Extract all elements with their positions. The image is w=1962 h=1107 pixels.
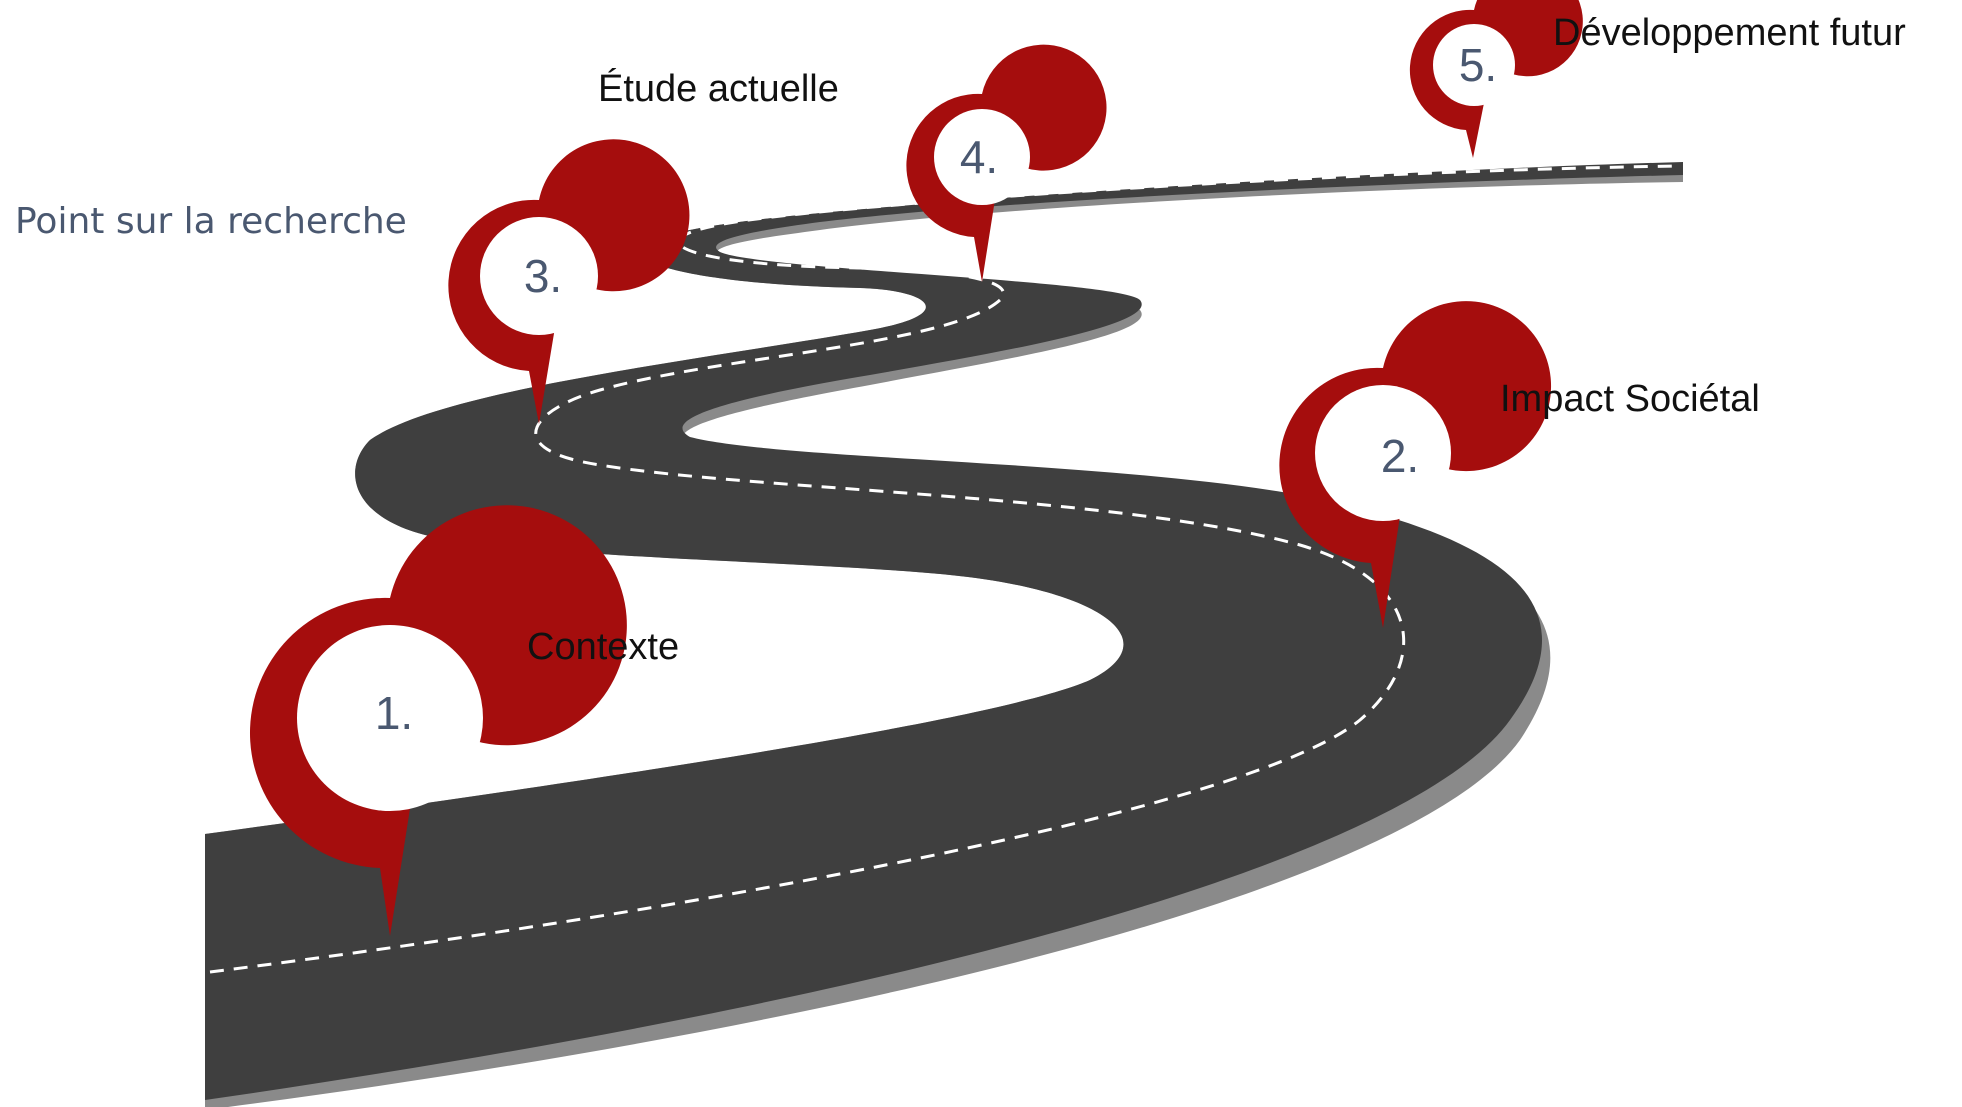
stage-5-label: Développement futur	[1553, 12, 1906, 54]
pin-3-number: 3.	[524, 250, 562, 302]
pin-3-inner-circle	[480, 217, 598, 335]
pin-4-inner-circle	[934, 109, 1030, 205]
pin-2-marker	[1279, 301, 1552, 628]
pin-4-marker	[906, 44, 1107, 283]
stage-2-label: Impact Sociétal	[1500, 378, 1760, 420]
pin-2: 2.	[1279, 301, 1552, 628]
pin-4: 4.	[906, 44, 1107, 283]
pin-1-inner-circle	[297, 625, 483, 811]
stage-3-label: Point sur la recherche	[15, 201, 407, 242]
pin-5-inner-circle	[1433, 24, 1515, 106]
pin-5-number: 5.	[1459, 39, 1497, 91]
pin-2-number: 2.	[1381, 430, 1419, 482]
pin-5: 5.	[1409, 0, 1583, 158]
pin-3-marker	[448, 139, 690, 424]
lane-marking	[209, 164, 1681, 974]
pin-2-inner-circle	[1315, 385, 1451, 521]
pin-3: 3.	[448, 139, 690, 424]
pin-1: 1.	[249, 505, 627, 936]
stage-1-label: Contexte	[527, 626, 680, 668]
stage-4-label: Étude actuelle	[598, 68, 839, 110]
road-surface	[205, 162, 1683, 1100]
pin-1-number: 1.	[375, 687, 413, 739]
pin-4-number: 4.	[960, 131, 998, 183]
